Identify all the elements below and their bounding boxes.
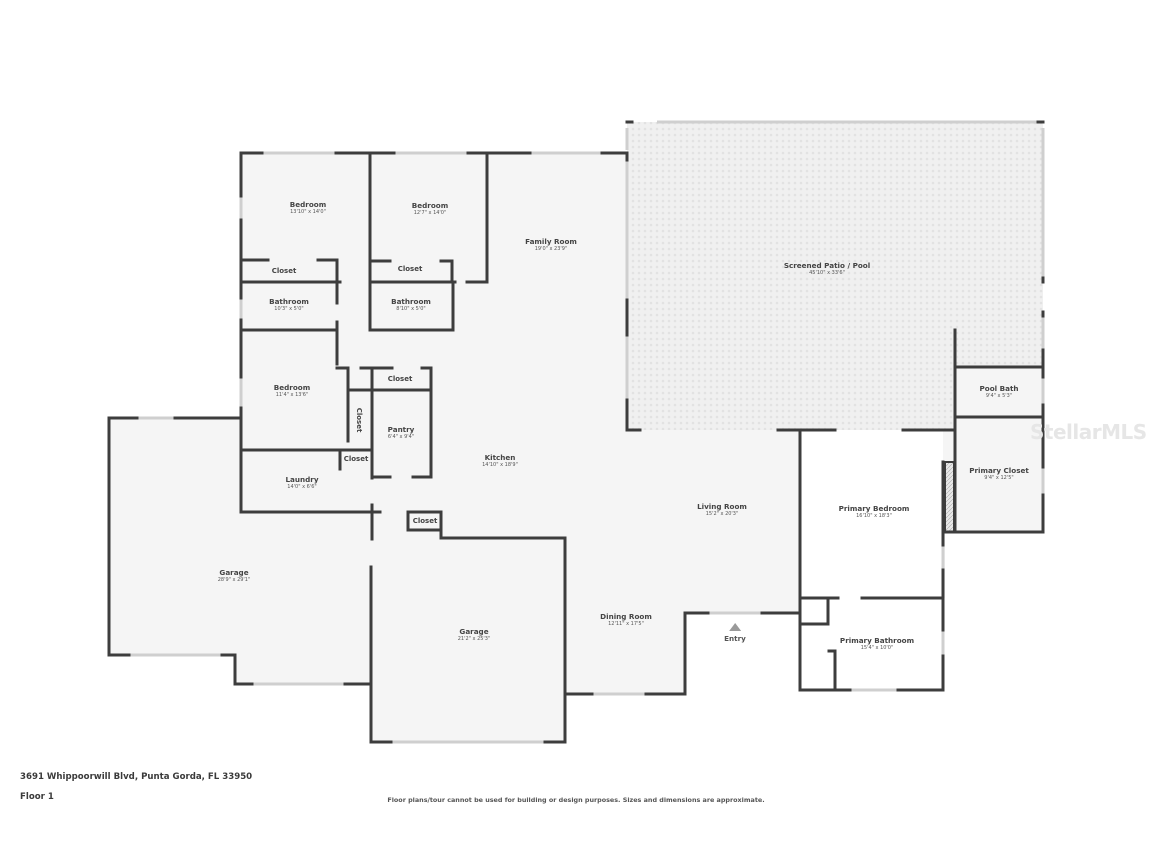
room-dimensions: 19'0" x 23'9" <box>534 246 568 252</box>
room-dimensions: 16'10" x 18'3" <box>856 513 892 519</box>
room-dimensions: 11'4" x 13'6" <box>275 392 309 398</box>
room-name: Pantry <box>387 425 415 434</box>
room-dimensions: 14'0" x 6'6" <box>287 484 317 490</box>
room-name: Garage <box>219 568 249 577</box>
room-dimensions: 9'4" x 5'3" <box>985 393 1013 399</box>
closet-label-top: Closet <box>387 375 413 383</box>
room-name: Pool Bath <box>979 384 1019 393</box>
room-screened-patio-pool: Screened Patio / Pool 45'10" x 33'6" <box>784 261 870 277</box>
windows <box>129 120 1045 744</box>
room-pool-bath: Pool Bath 9'4" x 5'3" <box>980 384 1019 400</box>
floor-label: Floor 1 <box>20 792 54 802</box>
room-name: Bedroom <box>411 201 449 210</box>
watermark: StellarMLS <box>1030 420 1147 444</box>
closet-label-laundry: Closet <box>343 455 369 463</box>
room-dimensions: 12'11" x 17'5" <box>608 621 644 627</box>
closet-label-garage: Closet <box>412 517 438 525</box>
room-bedroom-2: Bedroom 12'7" x 14'0" <box>412 201 448 217</box>
room-name: Primary Closet <box>969 466 1029 475</box>
room-bedroom-3: Bedroom 11'4" x 13'6" <box>274 383 310 399</box>
room-dimensions: 15'2" x 20'3" <box>705 511 739 517</box>
hatched-shelf <box>944 461 955 533</box>
room-primary-bedroom: Primary Bedroom 16'10" x 18'3" <box>839 504 910 520</box>
room-dimensions: 9'4" x 12'5" <box>984 475 1014 481</box>
room-dining-room: Dining Room 12'11" x 17'5" <box>600 612 652 628</box>
closet-label-vertical: Closet <box>355 407 363 433</box>
room-bathroom-1: Bathroom 10'3" x 5'0" <box>269 297 309 313</box>
room-name: Screened Patio / Pool <box>783 261 871 270</box>
property-address: 3691 Whippoorwill Blvd, Punta Gorda, FL … <box>20 772 253 782</box>
room-name: Kitchen <box>484 453 516 462</box>
room-name: Bathroom <box>269 297 309 306</box>
room-name: Dining Room <box>600 612 652 621</box>
room-laundry: Laundry 14'0" x 6'6" <box>285 475 318 491</box>
room-name: Living Room <box>697 502 747 511</box>
walls <box>107 120 1045 744</box>
room-primary-bathroom: Primary Bathroom 15'4" x 10'0" <box>840 636 914 652</box>
room-dimensions: 28'9" x 29'1" <box>217 577 251 583</box>
room-name: Bedroom <box>273 383 311 392</box>
closet-label-bedroom-1: Closet <box>271 267 297 275</box>
room-bathroom-2: Bathroom 8'10" x 5'0" <box>391 297 431 313</box>
room-living-room: Living Room 15'2" x 20'3" <box>697 502 747 518</box>
disclaimer: Floor plans/tour cannot be used for buil… <box>387 796 765 804</box>
room-dimensions: 14'10" x 18'9" <box>482 462 518 468</box>
room-dimensions: 15'4" x 10'0" <box>860 645 894 651</box>
room-name: Primary Bedroom <box>838 504 910 513</box>
room-name: Bedroom <box>289 200 327 209</box>
closet-label-bedroom-2: Closet <box>397 265 423 273</box>
room-bedroom-1: Bedroom 13'10" x 14'0" <box>290 200 326 216</box>
room-kitchen: Kitchen 14'10" x 18'9" <box>482 453 518 469</box>
room-name: Bathroom <box>391 297 431 306</box>
entry-arrow-icon <box>728 623 741 631</box>
entry-label: Entry <box>724 634 746 643</box>
room-pantry: Pantry 6'4" x 9'4" <box>388 425 415 441</box>
room-dimensions: 6'4" x 9'4" <box>387 434 415 440</box>
room-dimensions: 13'10" x 14'0" <box>290 209 326 215</box>
room-name: Laundry <box>285 475 319 484</box>
primary-closet-floor <box>955 417 1043 532</box>
room-primary-closet: Primary Closet 9'4" x 12'5" <box>969 466 1029 482</box>
room-name: Primary Bathroom <box>839 636 915 645</box>
entry-marker: Entry <box>724 623 746 643</box>
pool-bath-floor <box>955 367 1043 417</box>
room-garage-1: Garage 28'9" x 29'1" <box>218 568 251 584</box>
room-dimensions: 45'10" x 33'6" <box>809 270 845 276</box>
room-name: Family Room <box>525 237 577 246</box>
room-dimensions: 21'2" x 25'3" <box>457 636 491 642</box>
room-garage-2: Garage 21'2" x 25'3" <box>458 627 491 643</box>
room-family-room: Family Room 19'0" x 23'9" <box>525 237 577 253</box>
floor-fills <box>109 153 1043 742</box>
room-dimensions: 12'7" x 14'0" <box>413 210 447 216</box>
room-dimensions: 10'3" x 5'0" <box>274 306 304 312</box>
room-dimensions: 8'10" x 5'0" <box>396 306 426 312</box>
room-name: Garage <box>459 627 489 636</box>
